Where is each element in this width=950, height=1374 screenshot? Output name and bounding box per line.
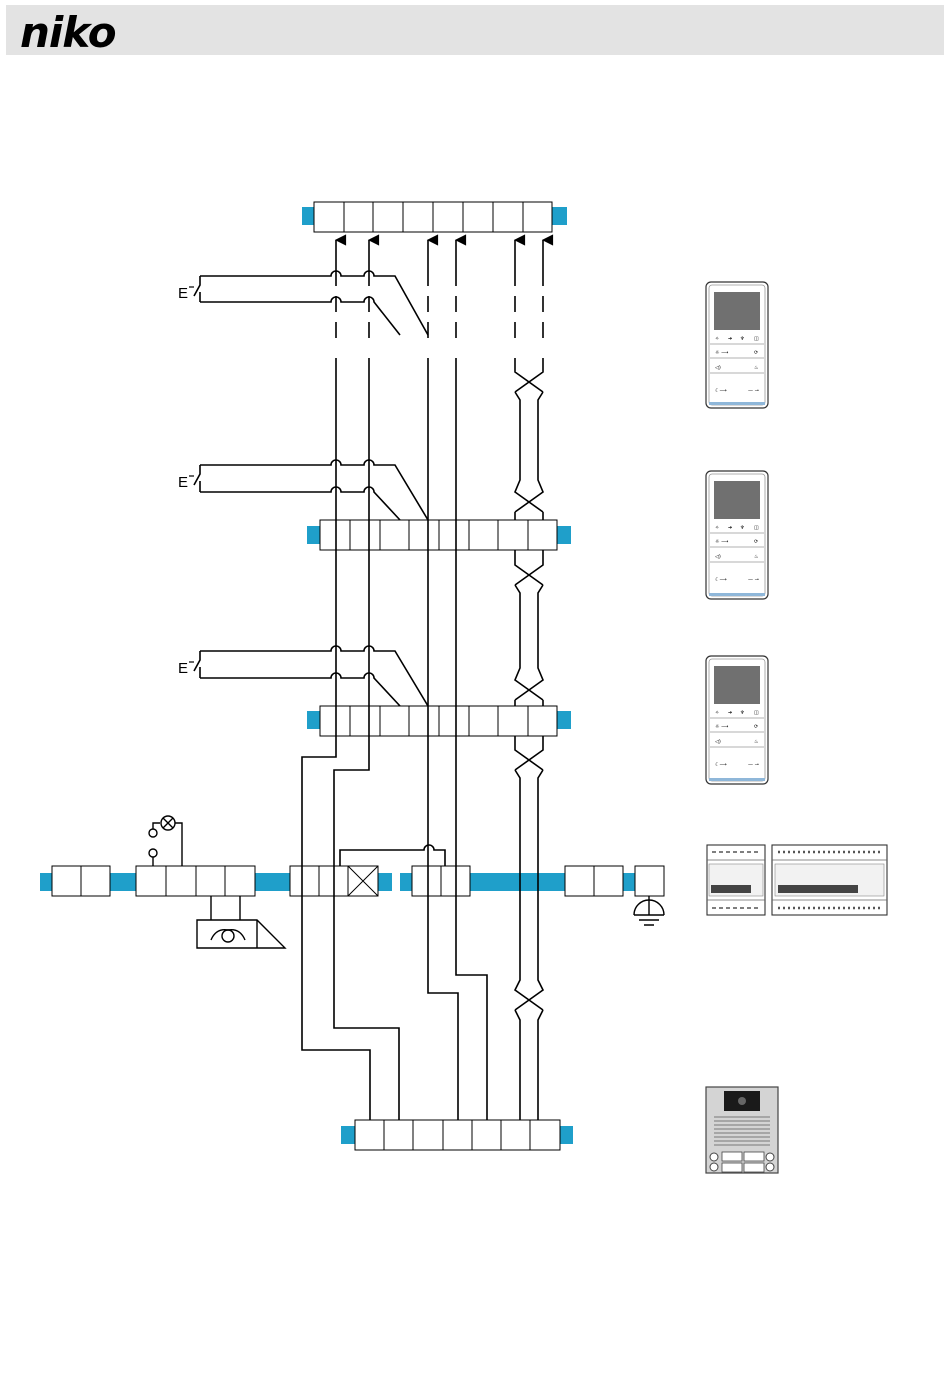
svg-text:✧: ✧ — [715, 525, 719, 531]
terminal-block-bottom — [341, 1120, 573, 1150]
svg-text:♆: ♆ — [740, 525, 744, 531]
terminal-block-top — [302, 202, 567, 232]
svg-text:➔: ➔ — [728, 710, 732, 716]
svg-text:✧: ✧ — [715, 336, 719, 342]
bus-wires — [302, 240, 543, 1120]
svg-text:◁): ◁) — [715, 554, 721, 560]
svg-text:♨: ♨ — [754, 739, 758, 745]
svg-text:◁): ◁) — [715, 739, 721, 745]
svg-text:♨: ♨ — [754, 554, 758, 560]
push-button-circuit-2 — [189, 460, 428, 520]
svg-text:♆: ♆ — [740, 336, 744, 342]
svg-text:◁): ◁) — [715, 365, 721, 371]
svg-text:— ⊸: — ⊸ — [748, 388, 759, 394]
lamp-circuit — [149, 816, 182, 866]
svg-text:◫: ◫ — [754, 336, 759, 342]
push-button-label-1: E — [178, 285, 188, 302]
outdoor-video-station — [706, 1087, 778, 1173]
svg-text:✧: ✧ — [715, 710, 719, 716]
terminal-block-2 — [307, 520, 571, 550]
svg-text:☾⟶: ☾⟶ — [715, 762, 727, 768]
push-button-label-3: E — [178, 660, 188, 677]
svg-text:☾⟶: ☾⟶ — [715, 577, 727, 583]
svg-text:♆: ♆ — [740, 710, 744, 716]
push-button-label-2: E — [178, 474, 188, 491]
svg-text:➔: ➔ — [728, 336, 732, 342]
svg-text:➔: ➔ — [728, 525, 732, 531]
push-button-circuit-1 — [189, 271, 428, 335]
svg-text:— ⊸: — ⊸ — [748, 762, 759, 768]
svg-text:— ⊸: — ⊸ — [748, 577, 759, 583]
indoor-video-monitor-1: ✧ ➔ ♆ ◫ ☼ ⟶ ⟳ ◁) ♨ ☾⟶ — ⊸ — [706, 282, 768, 408]
svg-text:◫: ◫ — [754, 525, 759, 531]
svg-text:◫: ◫ — [754, 710, 759, 716]
svg-text:☼ ⟶: ☼ ⟶ — [715, 724, 728, 730]
svg-text:☼ ⟶: ☼ ⟶ — [715, 350, 728, 356]
din-rail-row — [40, 866, 664, 896]
svg-text:♨: ♨ — [754, 365, 758, 371]
indoor-video-monitor-2: ✧ ➔ ♆ ◫ ☼ ⟶ ⟳ ◁) ♨ ☾⟶ — ⊸ — [706, 471, 768, 599]
svg-text:☾⟶: ☾⟶ — [715, 388, 727, 394]
terminal-block-3 — [307, 706, 571, 736]
push-button-circuit-3 — [189, 646, 428, 706]
indoor-video-monitor-3: ✧ ➔ ♆ ◫ ☼ ⟶ ⟳ ◁) ♨ ☾⟶ — ⊸ — [706, 656, 768, 784]
power-supply-and-controller — [707, 845, 887, 915]
svg-text:☼ ⟶: ☼ ⟶ — [715, 539, 728, 545]
ground-icon — [634, 896, 664, 925]
transformer-symbol — [197, 896, 285, 948]
